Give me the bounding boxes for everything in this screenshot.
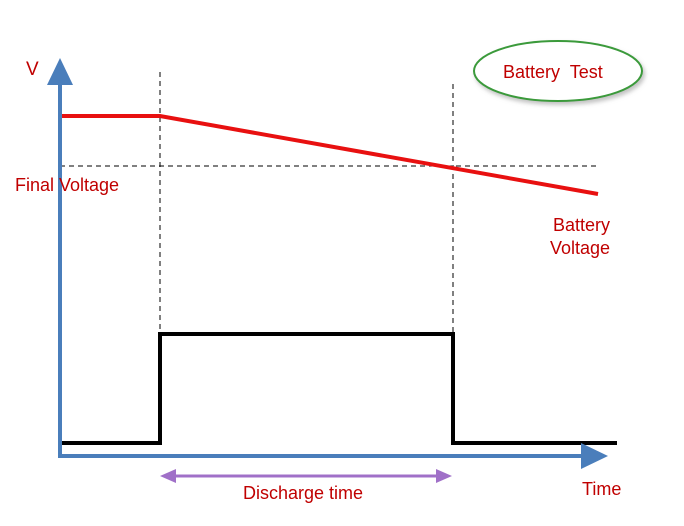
x-axis-label: Time xyxy=(582,479,621,499)
battery-voltage-label-line2: Voltage xyxy=(550,238,610,258)
discharge-arrow-right-icon xyxy=(436,469,452,483)
battery-voltage-label-line1: Battery xyxy=(553,215,610,235)
battery-voltage-line xyxy=(60,114,599,196)
discharge-time-label: Discharge time xyxy=(243,483,363,503)
discharge-pulse xyxy=(60,332,617,445)
x-axis-arrow-icon xyxy=(581,443,608,469)
battery-test-badge xyxy=(473,40,643,102)
y-axis-label: V xyxy=(26,59,39,80)
y-axis-arrow-icon xyxy=(47,58,73,85)
battery-test-badge-label: Battery Test xyxy=(503,62,603,82)
discharge-arrow-left-icon xyxy=(160,469,176,483)
final-voltage-label: Final Voltage xyxy=(15,175,119,195)
